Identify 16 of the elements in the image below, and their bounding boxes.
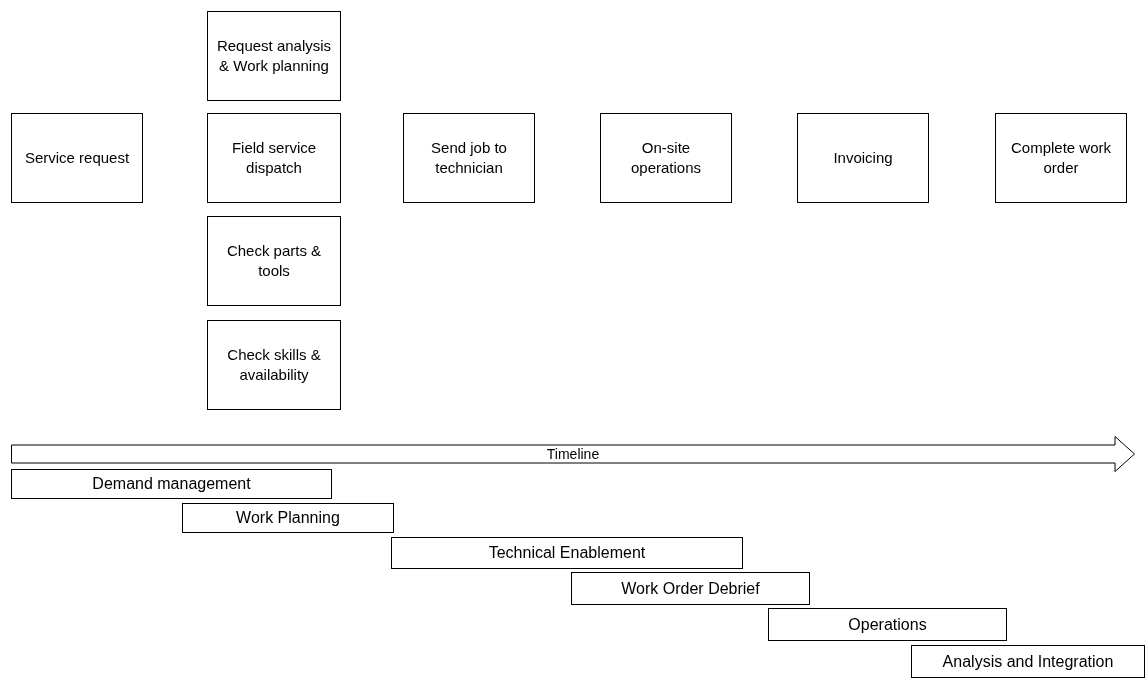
- phase-bar: Analysis and Integration: [911, 645, 1145, 678]
- step-box: Complete work order: [995, 113, 1127, 203]
- phase-bar: Demand management: [11, 469, 332, 499]
- step-box: Send job to technician: [403, 113, 535, 203]
- timeline-arrow: Timeline: [11, 436, 1135, 472]
- step-box: Invoicing: [797, 113, 929, 203]
- phase-bar: Operations: [768, 608, 1007, 641]
- step-box: On-site operations: [600, 113, 732, 203]
- step-box: Check skills & availability: [207, 320, 341, 410]
- phase-bar: Work Order Debrief: [571, 572, 810, 605]
- step-box: Service request: [11, 113, 143, 203]
- phase-bar: Technical Enablement: [391, 537, 743, 569]
- step-box: Request analysis & Work planning: [207, 11, 341, 101]
- step-box: Check parts & tools: [207, 216, 341, 306]
- step-box: Field service dispatch: [207, 113, 341, 203]
- phase-bar: Work Planning: [182, 503, 394, 533]
